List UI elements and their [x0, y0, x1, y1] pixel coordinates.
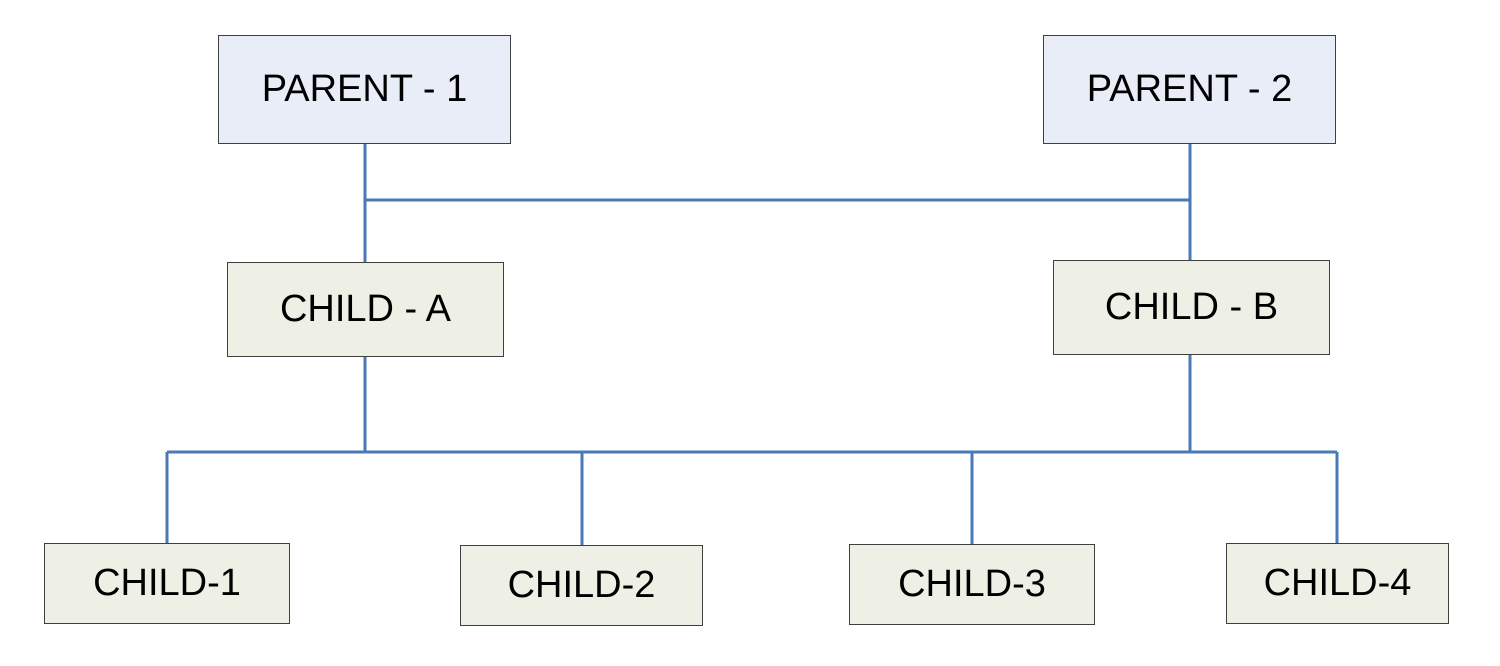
node-child-4: CHILD-4 — [1226, 543, 1449, 624]
node-child-a: CHILD - A — [227, 262, 504, 357]
node-child-b-label: CHILD - B — [1104, 286, 1279, 328]
node-child-3: CHILD-3 — [849, 544, 1095, 625]
node-parent-2-label: PARENT - 2 — [1086, 68, 1293, 110]
node-child-1-label: CHILD-1 — [93, 562, 241, 604]
node-parent-2: PARENT - 2 — [1043, 35, 1336, 144]
node-parent-1-label: PARENT - 1 — [261, 68, 468, 110]
node-child-a-label: CHILD - A — [279, 288, 452, 330]
node-parent-1: PARENT - 1 — [218, 35, 511, 144]
node-child-b: CHILD - B — [1053, 260, 1330, 355]
node-child-1: CHILD-1 — [44, 543, 290, 624]
node-child-2-label: CHILD-2 — [507, 564, 656, 606]
node-child-4-label: CHILD-4 — [1263, 562, 1412, 604]
node-child-2: CHILD-2 — [460, 545, 703, 626]
node-child-3-label: CHILD-3 — [898, 563, 1046, 605]
